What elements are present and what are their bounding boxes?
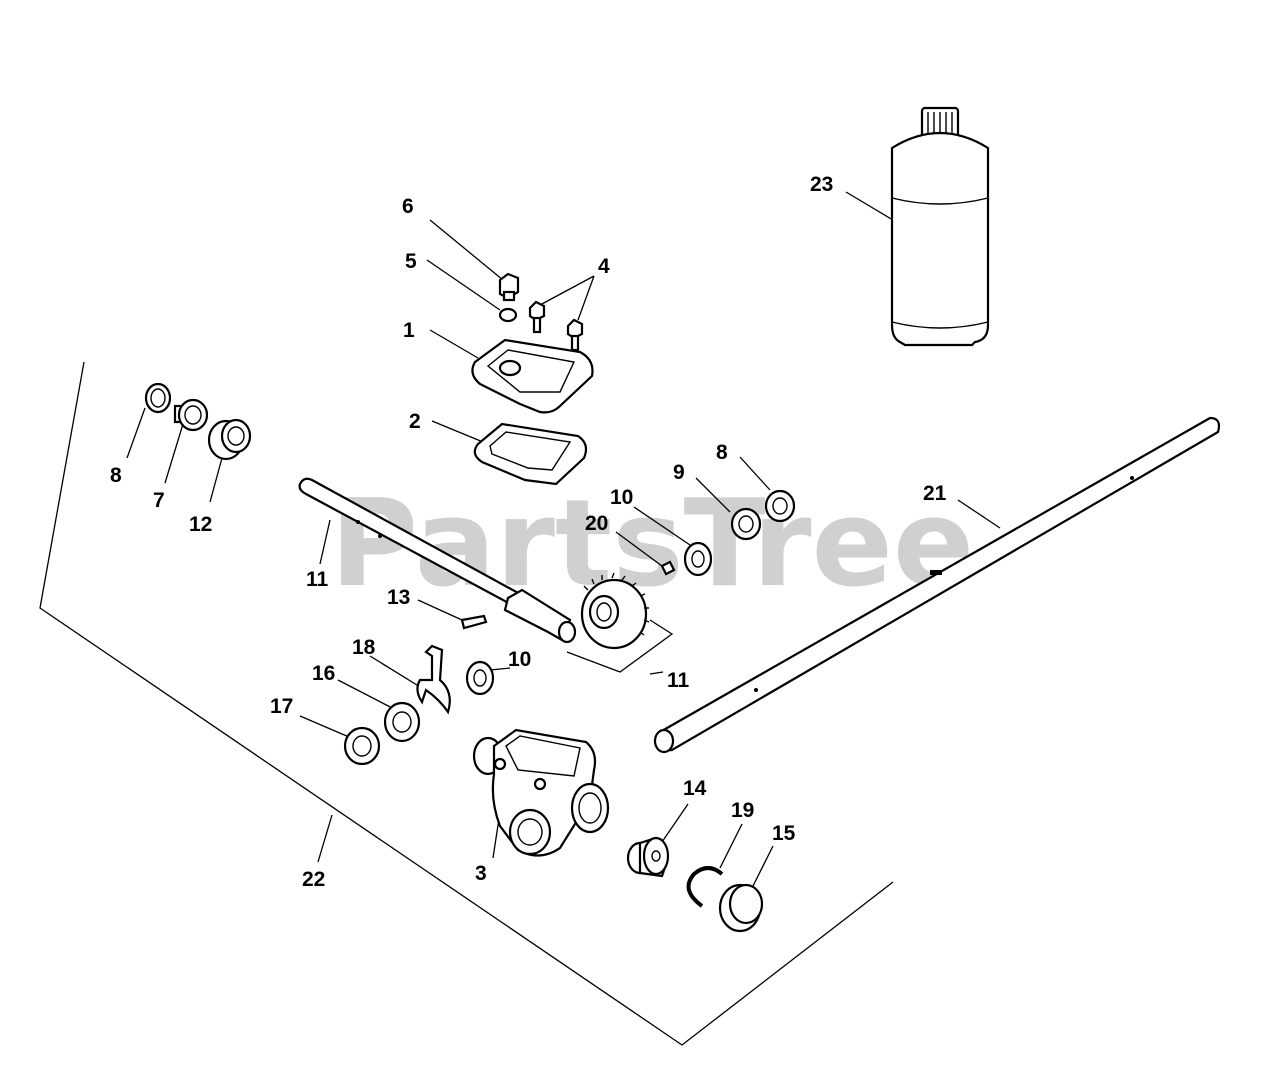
washer-10-lower: [465, 660, 495, 696]
callout-15: 15: [772, 822, 796, 845]
callout-14: 14: [683, 777, 707, 800]
callout-22: 22: [302, 868, 325, 891]
callout-21: 21: [923, 482, 947, 505]
bushing-8-right: [764, 489, 796, 523]
callout-20: 20: [585, 512, 608, 535]
key-20: [660, 560, 676, 576]
bushing-7: [173, 398, 209, 432]
bearing-16: [383, 701, 421, 743]
watermark: PartsTree: [330, 475, 974, 614]
gasket: [473, 422, 588, 486]
callout-13: 13: [387, 586, 410, 609]
screws-4: [528, 300, 584, 352]
oil-bottle: [890, 106, 990, 347]
callout-4: 4: [598, 255, 610, 278]
gear-housing: [472, 728, 610, 857]
seal-17: [343, 726, 381, 766]
callout-8-left: 8: [110, 464, 122, 487]
assembly-bracket: [39, 361, 894, 1046]
snap-ring-19: [686, 866, 724, 908]
callout-12: 12: [189, 513, 212, 536]
bearing-9: [730, 507, 762, 541]
callout-19: 19: [731, 799, 754, 822]
leader-lines: [126, 191, 1001, 889]
clip-18: [416, 644, 451, 715]
callout-1: 1: [403, 319, 415, 342]
bushing-14: [626, 836, 670, 878]
shaft-11: [298, 477, 577, 644]
callout-6: 6: [402, 195, 414, 218]
callout-labels: 1 2 3 4 5 6 7 8 8 9 10 10 11 11 11 12 13…: [110, 173, 947, 891]
washer-5: [498, 307, 518, 323]
plug-screw: [498, 272, 520, 302]
callout-10-lower: 10: [508, 648, 531, 671]
cap-15: [718, 883, 764, 933]
gear-11: [580, 572, 650, 650]
callout-23: 23: [810, 173, 833, 196]
shaft-21: [653, 416, 1221, 754]
callout-2: 2: [409, 410, 421, 433]
gear-cover: [471, 338, 594, 414]
callout-5: 5: [405, 250, 417, 273]
callout-7: 7: [153, 489, 165, 512]
callout-11-shaft: 11: [306, 568, 329, 591]
washer-10-upper: [683, 541, 713, 577]
callout-8-right: 8: [716, 441, 728, 464]
callout-11-gear: 11: [667, 669, 690, 692]
callout-10-upper: 10: [610, 486, 633, 509]
collar-12: [207, 418, 252, 461]
callout-16: 16: [312, 662, 335, 685]
pin-13: [460, 614, 488, 630]
callout-3: 3: [475, 862, 487, 885]
bushing-8-left: [144, 382, 172, 414]
callout-9: 9: [673, 461, 685, 484]
callout-18: 18: [352, 636, 376, 659]
callout-17: 17: [270, 695, 293, 718]
